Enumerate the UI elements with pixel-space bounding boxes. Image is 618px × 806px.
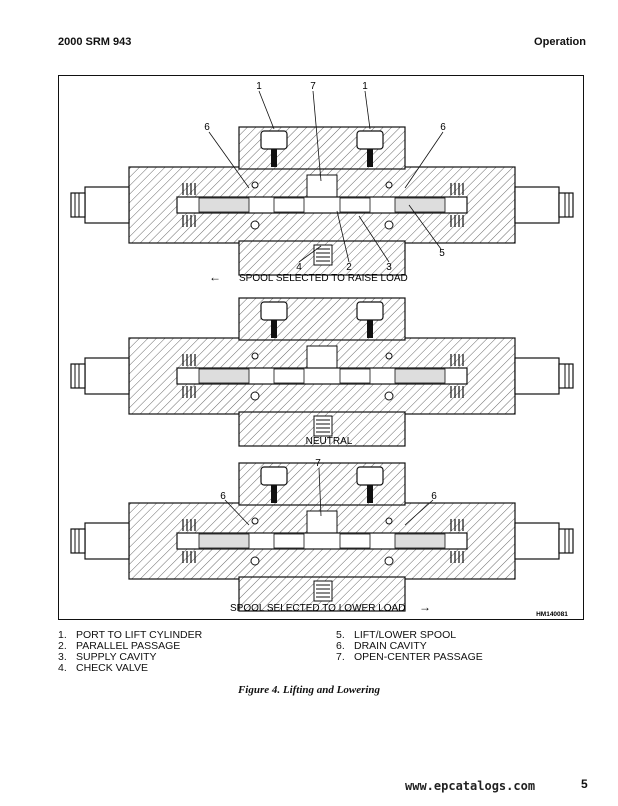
valve-section-lower: [71, 463, 573, 611]
raise-leader-lines: [208, 90, 444, 263]
legend-column-right: 5. LIFT/LOWER SPOOL 6. DRAIN CAVITY 7. O…: [336, 630, 483, 663]
callout-3: 3: [386, 262, 392, 273]
figure-caption: Figure 4. Lifting and Lowering: [237, 684, 381, 696]
lower-label: SPOOL SELECTED TO LOWER LOAD: [230, 603, 405, 614]
legend-column-left: 1. PORT TO LIFT CYLINDER 2. PARALLEL PAS…: [58, 630, 202, 674]
legend-text: CHECK VALVE: [76, 662, 148, 674]
legend-item: 1. PORT TO LIFT CYLINDER: [58, 630, 202, 641]
callout-2: 2: [346, 262, 352, 273]
legend-num: 6.: [336, 640, 345, 652]
lower-arrow: →: [419, 600, 431, 614]
legend-text: SUPPLY CAVITY: [76, 651, 157, 663]
legend-text: LIFT/LOWER SPOOL: [354, 629, 457, 641]
legend-num: 7.: [336, 651, 345, 663]
callout-6-raise-right: 6: [440, 122, 446, 133]
callout-7-lower: 7: [315, 458, 321, 469]
legend-text: PORT TO LIFT CYLINDER: [76, 629, 203, 641]
callout-7-raise: 7: [310, 81, 316, 92]
raise-arrow: ←: [209, 270, 221, 284]
callout-1-left: 1: [256, 81, 262, 92]
legend-num: 1.: [58, 629, 67, 641]
valve-section-neutral: [71, 298, 573, 446]
page-number: 5: [581, 777, 588, 791]
legend-item: 5. LIFT/LOWER SPOOL: [336, 630, 483, 641]
legend-text: OPEN-CENTER PASSAGE: [354, 651, 483, 663]
figure-code: HM140081: [536, 611, 568, 618]
header-section-title: Operation: [534, 36, 586, 48]
valve-diagram: 1 1 7 6 6 5 4 2 3 ← SPOOL SELECTED TO RA…: [59, 81, 585, 618]
neutral-label: NEUTRAL: [306, 436, 353, 447]
callout-1-right: 1: [362, 81, 368, 92]
header-doc-id: 2000 SRM 943: [58, 36, 132, 48]
figure-frame: 1 1 7 6 6 5 4 2 3 ← SPOOL SELECTED TO RA…: [58, 75, 584, 620]
valve-section-raise: [71, 127, 573, 275]
legend-num: 2.: [58, 640, 67, 652]
legend-item: 2. PARALLEL PASSAGE: [58, 641, 202, 652]
legend-item: 3. SUPPLY CAVITY: [58, 652, 202, 663]
raise-label: SPOOL SELECTED TO RAISE LOAD: [239, 273, 408, 284]
lower-leader-lines: [224, 467, 434, 526]
legend-item: 4. CHECK VALVE: [58, 663, 202, 674]
legend-text: DRAIN CAVITY: [354, 640, 427, 652]
callout-6-lower-left: 6: [220, 491, 226, 502]
legend-num: 5.: [336, 629, 345, 641]
legend-text: PARALLEL PASSAGE: [76, 640, 181, 652]
callout-4: 4: [296, 262, 302, 273]
legend-num: 4.: [58, 662, 67, 674]
footer-watermark-url: www.epcatalogs.com: [405, 779, 536, 793]
legend-num: 3.: [58, 651, 67, 663]
legend-item: 7. OPEN-CENTER PASSAGE: [336, 652, 483, 663]
callout-5: 5: [439, 248, 445, 259]
callout-6-lower-right: 6: [431, 491, 437, 502]
callout-6-raise-left: 6: [204, 122, 210, 133]
legend-item: 6. DRAIN CAVITY: [336, 641, 483, 652]
